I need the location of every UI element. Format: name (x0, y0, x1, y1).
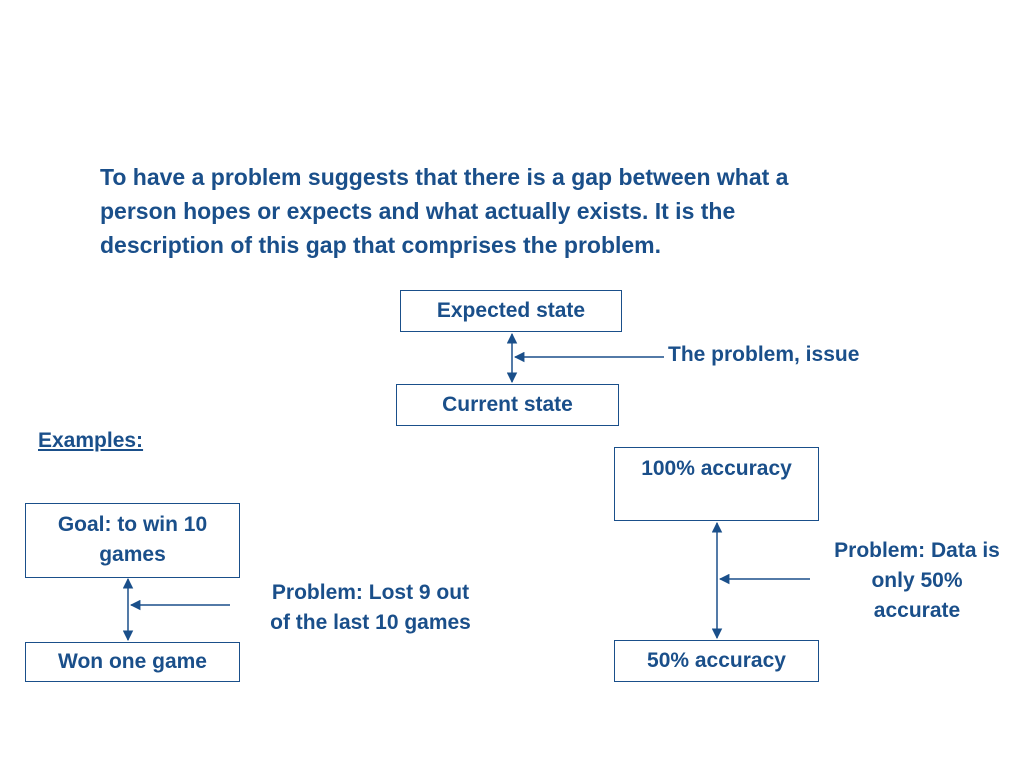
hundred-accuracy-label: 100% accuracy (641, 457, 792, 480)
examples-heading: Examples: (38, 429, 144, 452)
won-one-game-box: Won one game (25, 642, 240, 682)
expected-state-label: Expected state (436, 299, 586, 322)
expected-state-box: Expected state (400, 290, 622, 332)
intro-paragraph: To have a problem suggests that there is… (100, 160, 1000, 262)
goal-label-line-2: games (99, 543, 166, 566)
won-one-game-label: Won one game (58, 650, 207, 673)
fifty-accuracy-box: 50% accuracy (614, 640, 819, 682)
goal-label-line-1: Goal: to win 10 (57, 513, 208, 536)
hundred-accuracy-box: 100% accuracy (614, 447, 819, 521)
intro-line-2: person hopes or expects and what actuall… (100, 198, 736, 224)
intro-line-1: To have a problem suggests that there is… (100, 164, 789, 190)
fifty-accuracy-label: 50% accuracy (647, 649, 786, 672)
accuracy-problem-label: Problem: Data is only 50% accurate (834, 539, 1000, 622)
goal-box: Goal: to win 10 games (25, 503, 240, 578)
current-state-box: Current state (396, 384, 619, 426)
intro-line-3: description of this gap that comprises t… (100, 232, 662, 258)
current-state-label: Current state (442, 393, 573, 416)
games-problem-label: Problem: Lost 9 out of the last 10 games (270, 581, 471, 634)
problem-issue-label: The problem, issue (668, 343, 860, 366)
